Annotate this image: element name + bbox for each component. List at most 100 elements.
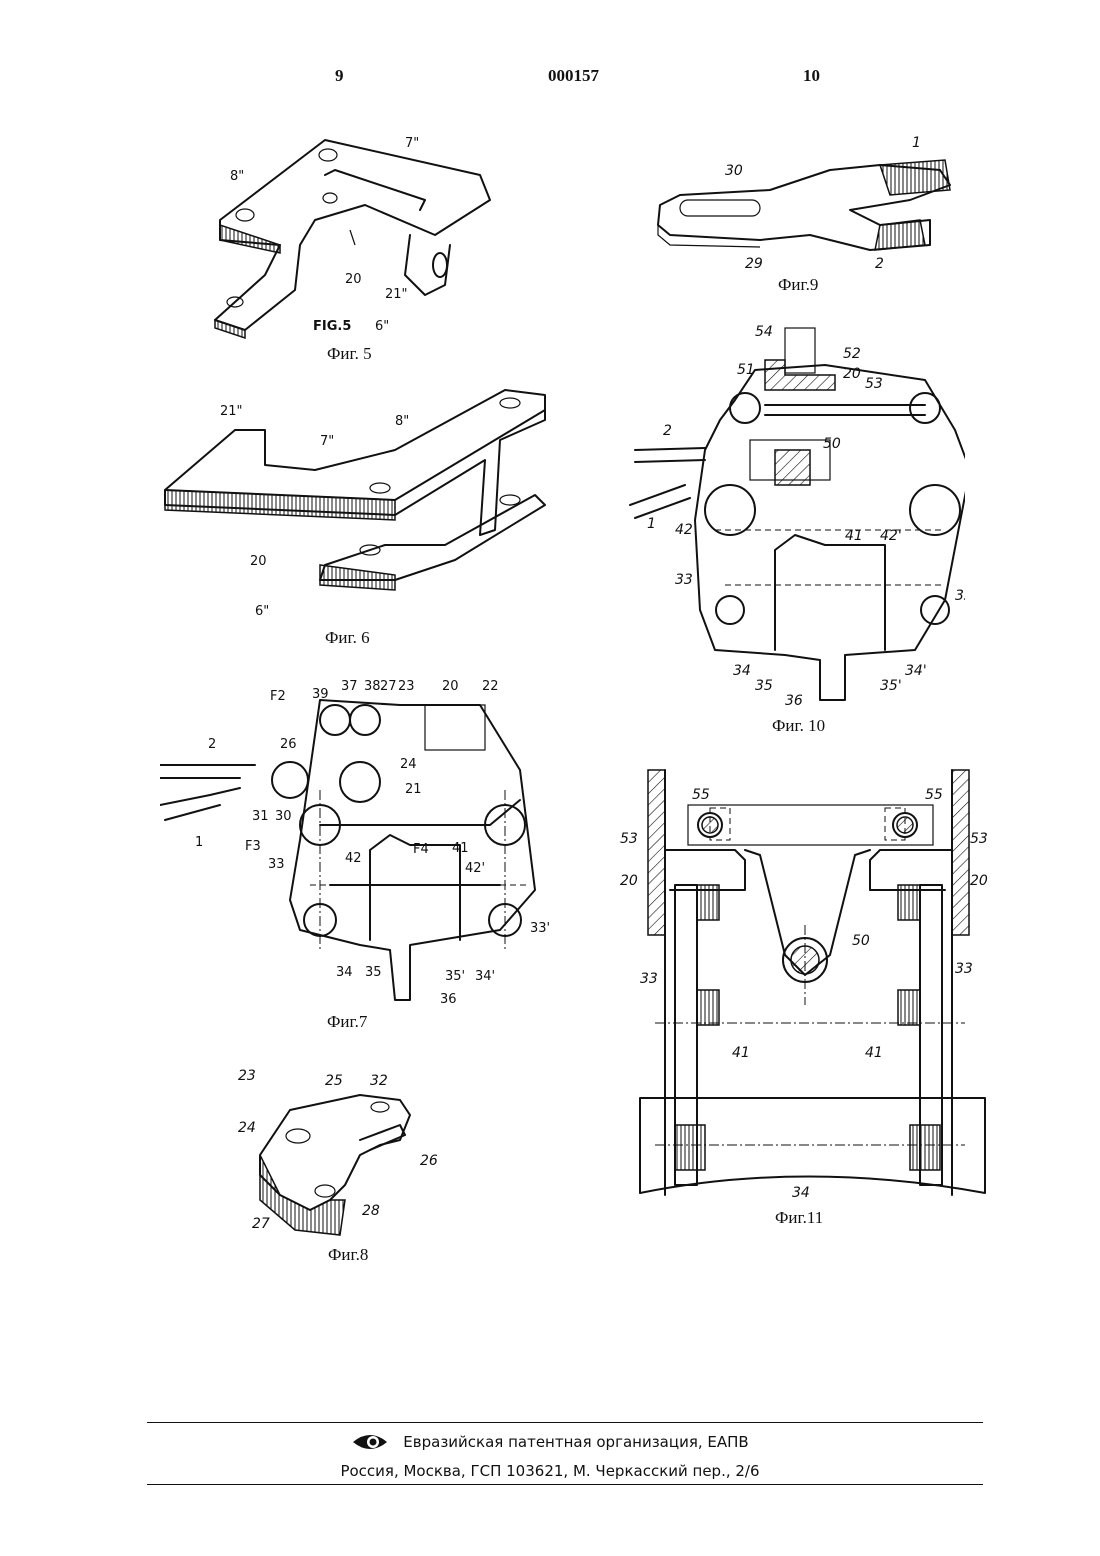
fig7-label-27: 33'	[530, 921, 550, 936]
fig10-label-17: 34'	[905, 663, 927, 679]
fig10-label-11: 42'	[880, 528, 902, 544]
fig7-label-6: 23	[398, 679, 415, 694]
figure-5: 7" 8" 20 21" 6" FIG.5	[205, 125, 505, 345]
fig7-label-10: 26	[280, 737, 297, 752]
fig5-label-4: 21"	[385, 287, 408, 302]
fig7-label-13: 31	[252, 809, 269, 824]
fig10-label-1: 54	[755, 324, 773, 340]
fig7-label-24: 35'	[445, 969, 465, 984]
document-number: 000157	[548, 66, 599, 86]
fig7-label-14: 30	[275, 809, 292, 824]
fig10-label-9: 42	[675, 522, 693, 538]
fig9-label-2: 1	[912, 135, 921, 151]
footer-organization: Евразийская патентная организация, ЕАПВ	[0, 1430, 1100, 1458]
figure-9: 30 1 29 2	[650, 125, 970, 275]
eye-logo-icon	[351, 1430, 389, 1454]
fig10-label-18: 36	[785, 693, 803, 709]
fig10-label-14: 34	[733, 663, 751, 679]
fig10-label-5: 53	[865, 376, 883, 392]
fig10-label-4: 20	[843, 366, 861, 382]
caption-fig10: Фиг. 10	[772, 716, 825, 736]
figure-8: 23 25 32 24 26 27 28	[230, 1060, 450, 1240]
fig10-label-16: 35'	[880, 678, 902, 694]
fig11-label-5: 20	[620, 873, 638, 889]
fig7-label-12: 21	[405, 782, 422, 797]
fig10-label-6: 2	[663, 423, 672, 439]
footer-address: Россия, Москва, ГСП 103621, М. Черкасски…	[0, 1462, 1100, 1480]
fig5-label-1: 7"	[405, 136, 419, 151]
fig7-label-16: F3	[245, 839, 261, 854]
fig11-label-11: 41	[865, 1045, 883, 1061]
fig11-label-10: 41	[732, 1045, 750, 1061]
fig8-label-1: 23	[238, 1068, 256, 1084]
fig7-label-21: 42'	[465, 861, 485, 876]
page-number-right: 10	[803, 66, 820, 86]
fig10-label-15: 35	[755, 678, 773, 694]
fig8-label-5: 26	[420, 1153, 438, 1169]
fig7-label-25: 34'	[475, 969, 495, 984]
caption-fig7: Фиг.7	[327, 1012, 367, 1032]
fig5-label-2: 8"	[230, 169, 244, 184]
caption-fig9: Фиг.9	[778, 275, 818, 295]
fig11-label-9: 33	[955, 961, 973, 977]
fig11-label-7: 50	[852, 933, 870, 949]
fig8-label-2: 25	[325, 1073, 343, 1089]
fig5-inner-title: FIG.5	[313, 319, 351, 334]
fig7-label-1: F2	[270, 689, 286, 704]
footer-rule-top	[147, 1422, 983, 1423]
fig7-label-5: 27	[380, 679, 397, 694]
caption-fig8: Фиг.8	[328, 1245, 368, 1265]
fig6-label-3: 8"	[395, 414, 409, 429]
fig7-label-18: 42	[345, 851, 362, 866]
fig11-label-8: 33	[640, 971, 658, 987]
fig11-label-6: 20	[970, 873, 988, 889]
fig9-label-4: 2	[875, 256, 884, 272]
fig7-label-23: 35	[365, 965, 382, 980]
fig10-label-12: 33	[675, 572, 693, 588]
fig11-label-1: 55	[692, 787, 710, 803]
fig11-label-2: 55	[925, 787, 943, 803]
caption-fig11: Фиг.11	[775, 1208, 823, 1228]
figure-10: 54 52 51 20 53 2 50 1 42 41 42' 33 33' 3…	[625, 320, 965, 710]
fig7-label-26: 36	[440, 992, 457, 1007]
fig10-label-8: 1	[647, 516, 656, 532]
fig7-label-9: 2	[208, 737, 216, 752]
caption-fig5: Фиг. 5	[327, 344, 372, 364]
fig6-label-5: 6"	[255, 604, 269, 619]
fig11-label-4: 53	[970, 831, 988, 847]
caption-fig6: Фиг. 6	[325, 628, 370, 648]
fig10-label-7: 50	[823, 436, 841, 452]
fig7-label-17: 33	[268, 857, 285, 872]
fig7-label-11: 24	[400, 757, 417, 772]
fig7-label-8: 22	[482, 679, 499, 694]
fig10-label-10: 41	[845, 528, 863, 544]
fig7-label-2: 39	[312, 687, 329, 702]
fig5-label-5: 6"	[375, 319, 389, 334]
fig10-label-2: 52	[843, 346, 861, 362]
fig8-label-7: 28	[362, 1203, 380, 1219]
figure-11: 55 55 53 53 20 20 50 33 33 41 41 34	[620, 765, 990, 1205]
footer-rule-bottom	[147, 1484, 983, 1485]
fig7-label-7: 20	[442, 679, 459, 694]
fig6-label-2: 7"	[320, 434, 334, 449]
fig10-label-13: 33'	[955, 588, 965, 604]
organization-name: Евразийская патентная организация, ЕАПВ	[403, 1433, 748, 1451]
fig7-label-20: 41	[452, 841, 469, 856]
fig6-label-1: 21"	[220, 404, 243, 419]
fig7-label-22: 34	[336, 965, 353, 980]
fig8-label-3: 32	[370, 1073, 388, 1089]
fig7-label-19: F4	[413, 842, 429, 857]
figure-6: 21" 7" 8" 20 6"	[155, 380, 555, 620]
figure-7: F2 39 37 38 27 23 20 22 2 26 24 21 31 30…	[160, 670, 560, 1010]
fig11-label-3: 53	[620, 831, 638, 847]
fig8-label-6: 27	[252, 1216, 270, 1232]
fig7-label-3: 37	[341, 679, 358, 694]
fig11-label-12: 34	[792, 1185, 810, 1201]
fig8-label-4: 24	[238, 1120, 256, 1136]
fig10-label-3: 51	[737, 362, 755, 378]
fig9-label-3: 29	[745, 256, 763, 272]
page-number-left: 9	[335, 66, 344, 86]
fig9-label-1: 30	[725, 163, 743, 179]
fig5-label-3: 20	[345, 272, 362, 287]
fig7-label-4: 38	[364, 679, 381, 694]
